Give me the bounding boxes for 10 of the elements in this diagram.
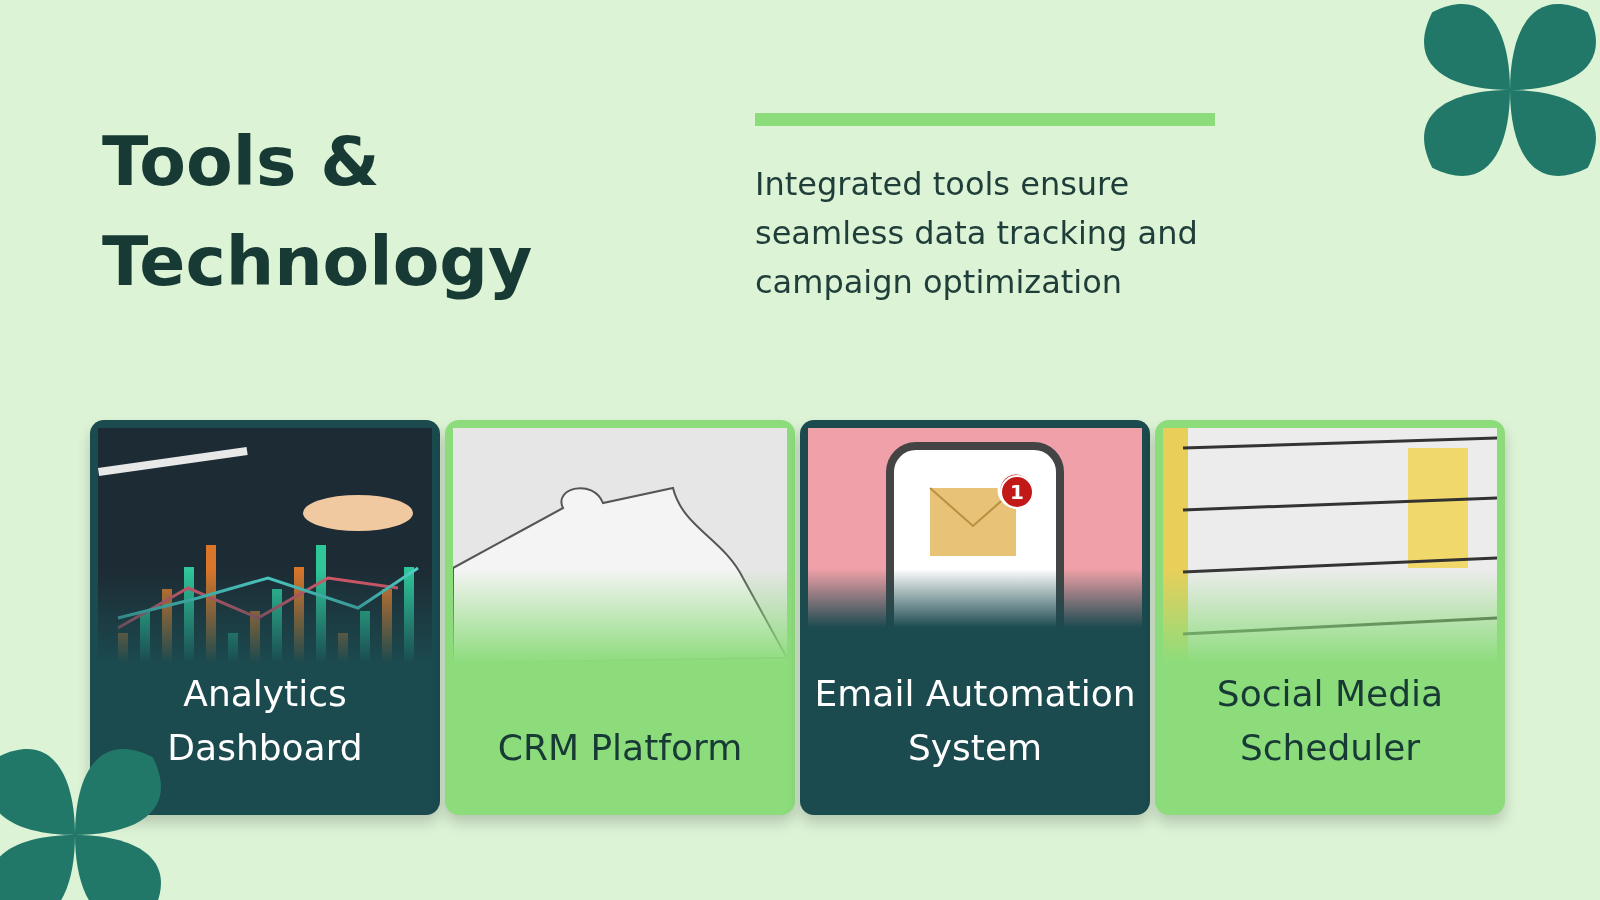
- tool-card: [445, 420, 795, 815]
- tool-card: [1155, 420, 1505, 815]
- slide-title: Tools & Technology: [102, 121, 534, 303]
- subtitle-text: Integrated tools ensure seamless data tracking and campaign optimization: [755, 164, 1199, 303]
- card-title: Analytics Dashboard: [166, 672, 364, 770]
- tool-card: [90, 420, 440, 815]
- card-title: Email Automation System: [813, 672, 1137, 770]
- card-title: Social Media Scheduler: [1215, 672, 1445, 770]
- tool-card: [800, 420, 1150, 815]
- card-title: CRM Platform: [496, 726, 744, 770]
